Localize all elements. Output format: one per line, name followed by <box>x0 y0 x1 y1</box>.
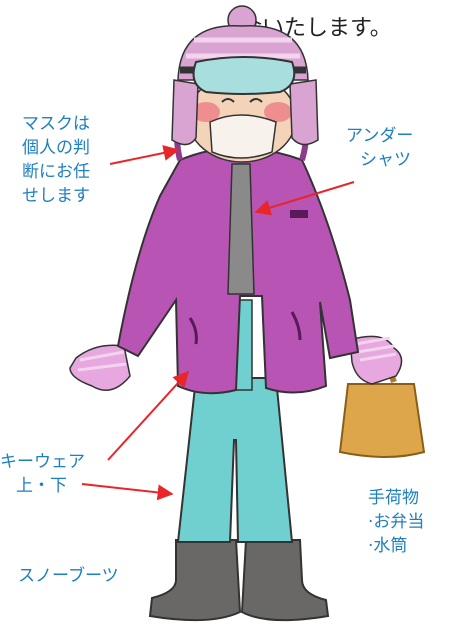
mask-label: マスクは 個人の判 断にお任 せします <box>22 112 90 208</box>
goggles <box>180 56 306 95</box>
glove-left <box>69 344 131 391</box>
jacket <box>116 147 360 395</box>
skiwear-label: キーウェア 上・下 <box>0 450 85 498</box>
mask-label-line: マスクは <box>22 114 90 134</box>
glove-right <box>349 335 403 385</box>
boots-label: スノーブーツ <box>18 566 119 586</box>
mask-shape <box>209 114 277 159</box>
belongings-label-line: 手荷物 <box>368 488 419 508</box>
skiwear-label-line: 上・下 <box>16 476 67 496</box>
belongings-label-line: ·お弁当 <box>368 512 425 532</box>
skiwear-label-line: キーウェア <box>0 452 85 472</box>
undershirt-label: アンダー シャツ <box>346 124 413 172</box>
undershirt-label-line: アンダー <box>346 126 414 146</box>
undershirt-label-line: シャツ <box>360 150 411 170</box>
arrow-icon <box>81 145 355 501</box>
belongings-label: 手荷物 ·お弁当 ·水筒 <box>368 486 424 558</box>
boots <box>148 539 330 622</box>
belongings-label-line: ·水筒 <box>368 536 408 556</box>
mask-label-line: 個人の判 <box>22 138 90 158</box>
mask-label-line: 断にお任 <box>22 162 90 182</box>
mask-label-line: せします <box>22 186 90 206</box>
